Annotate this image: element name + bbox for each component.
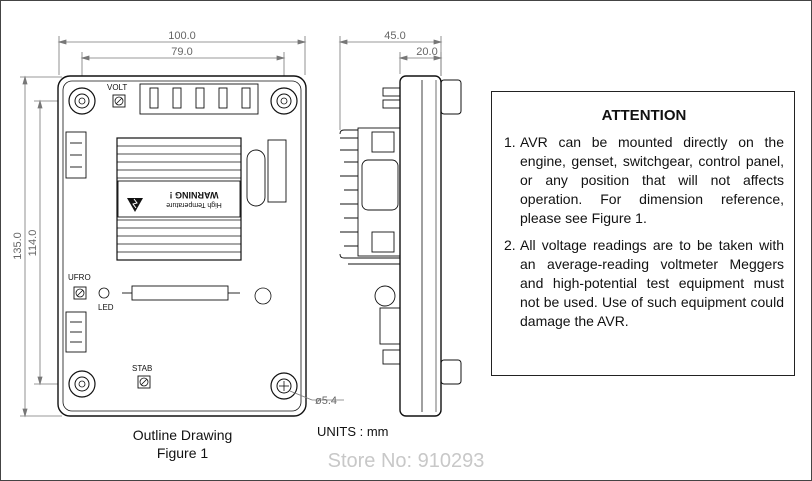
- dimension-label-side-45: 45.0: [384, 30, 405, 42]
- dimension-width-79: [80, 52, 286, 80]
- mounting-hole-bottom-left: [68, 370, 96, 398]
- attention-box: ATTENTION 1. AVR can be mounted directly…: [491, 91, 795, 376]
- dimension-label-79: 79.0: [171, 46, 192, 58]
- board-outline: [57, 75, 307, 417]
- warning-triangle-icon: [127, 198, 143, 212]
- attention-title: ATTENTION: [601, 107, 687, 124]
- led-indicator-icon: [98, 287, 110, 299]
- right-component-capsule: [246, 149, 266, 207]
- left-connector-bottom: [65, 311, 87, 353]
- dimension-label-side-20: 20.0: [416, 46, 437, 58]
- note-number: 2.: [504, 237, 516, 253]
- stab-trimmer-icon: [137, 375, 151, 389]
- left-connector-top: [65, 131, 87, 179]
- stab-label: STAB: [132, 364, 152, 373]
- dimension-label-114: 114.0: [27, 230, 39, 257]
- round-component: [254, 287, 272, 305]
- attention-note-1: 1. AVR can be mounted directly on the en…: [504, 133, 784, 228]
- led-label: LED: [98, 303, 114, 312]
- note-number: 1.: [504, 134, 516, 150]
- warning-title: WARNING !: [170, 190, 219, 200]
- dimension-side-20: [398, 52, 443, 76]
- right-component-rect: [267, 139, 287, 203]
- side-view: [339, 75, 462, 417]
- warning-label: WARNING ! High Temperature: [117, 180, 241, 218]
- volt-trimmer-icon: [112, 94, 126, 108]
- caption-line-1: Outline Drawing: [132, 427, 233, 443]
- store-watermark: Store No: 910293: [327, 450, 485, 472]
- mounting-hole-top-left: [68, 87, 96, 115]
- mounting-hole-top-right: [270, 87, 298, 115]
- dimension-height-135: [20, 75, 62, 418]
- caption-line-2: Figure 1: [156, 445, 209, 461]
- ufro-trimmer-icon: [73, 286, 87, 300]
- note-text: All voltage readings are to be taken wit…: [520, 237, 784, 329]
- dimension-width-100: [57, 36, 307, 75]
- warning-subtitle: High Temperature: [166, 201, 222, 208]
- volt-label: VOLT: [107, 83, 127, 92]
- top-terminal-block: [139, 83, 259, 115]
- dimension-label-100: 100.0: [168, 30, 196, 42]
- resistor-component: [122, 285, 240, 301]
- board-inner-edge: [62, 80, 302, 412]
- dimension-label-135: 135.0: [12, 232, 24, 260]
- heatsink-front: [116, 137, 242, 261]
- mounting-hole-bottom-right: [270, 372, 298, 400]
- ufro-label: UFRO: [68, 273, 91, 282]
- attention-note-2: 2. All voltage readings are to be taken …: [504, 236, 784, 331]
- figure-caption: Outline Drawing Figure 1: [100, 426, 265, 462]
- units-label: UNITS : mm: [317, 424, 389, 439]
- hole-diameter-label: ø5.4: [315, 395, 337, 407]
- hole-diameter-leader: [289, 390, 344, 401]
- note-text: AVR can be mounted directly on the engin…: [520, 134, 784, 226]
- dimension-height-114: [34, 99, 80, 386]
